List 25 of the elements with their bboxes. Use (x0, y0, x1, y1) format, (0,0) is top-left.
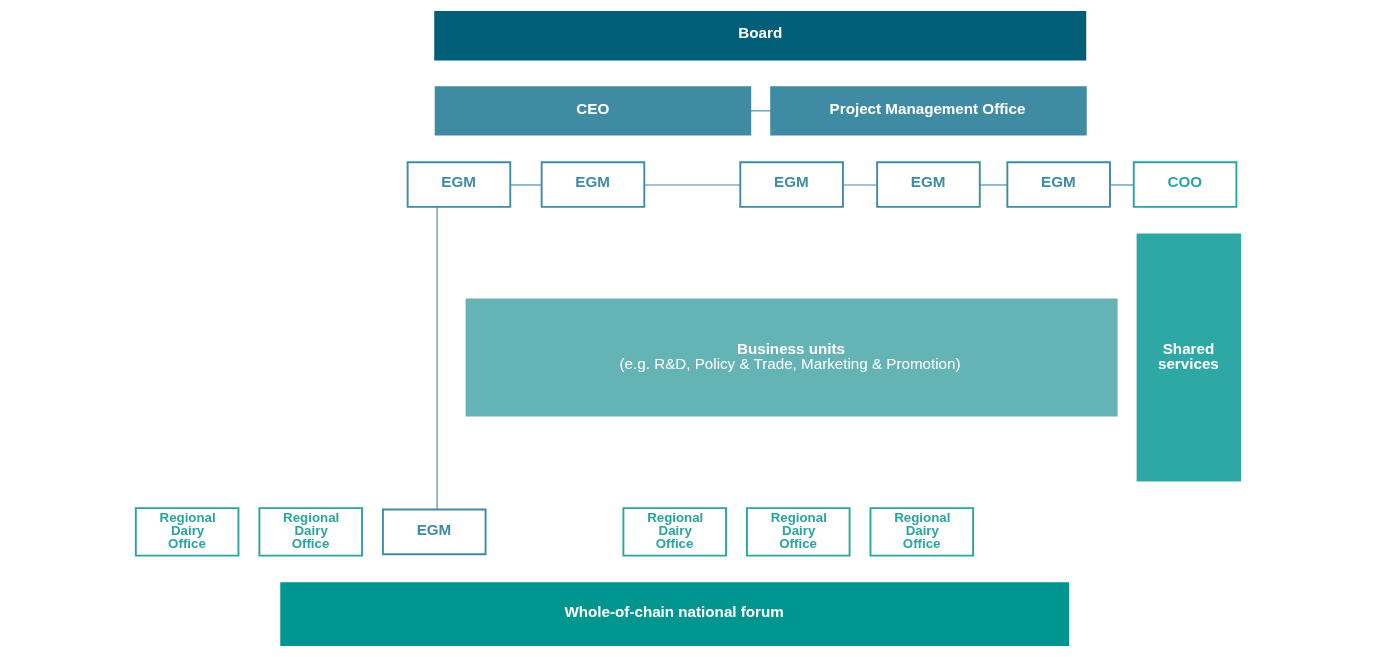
node-box: Regional Dairy Office (134, 507, 239, 557)
node-box: EGM (381, 508, 486, 556)
connector (436, 206, 438, 510)
node-box: EGM (738, 161, 844, 208)
connector (749, 110, 772, 112)
node-box: Whole-of-chain national forum (279, 582, 1069, 646)
connector (978, 184, 1008, 186)
node-box: EGM (540, 161, 645, 208)
node-box: Regional Dairy Office (869, 507, 974, 557)
node-box: Regional Dairy Office (745, 507, 851, 557)
connector (643, 184, 741, 186)
node-box: COO (1132, 161, 1237, 208)
connector (1109, 184, 1134, 186)
node-box: EGM (406, 161, 511, 208)
connector (841, 184, 877, 186)
node-box: Business units (e.g. R&D, Policy & Trade, Marketing & Promotion) (465, 298, 1118, 417)
node-box: Board (433, 11, 1086, 61)
node-box: CEO (434, 86, 751, 136)
node-box: EGM (1005, 161, 1111, 208)
connector (509, 184, 542, 186)
node-box: EGM (875, 161, 981, 208)
node-box: Shared services (1136, 233, 1241, 482)
node-box: Regional Dairy Office (257, 507, 363, 557)
node-box: Project Management Office (769, 86, 1087, 136)
node-box: Regional Dairy Office (621, 507, 727, 557)
